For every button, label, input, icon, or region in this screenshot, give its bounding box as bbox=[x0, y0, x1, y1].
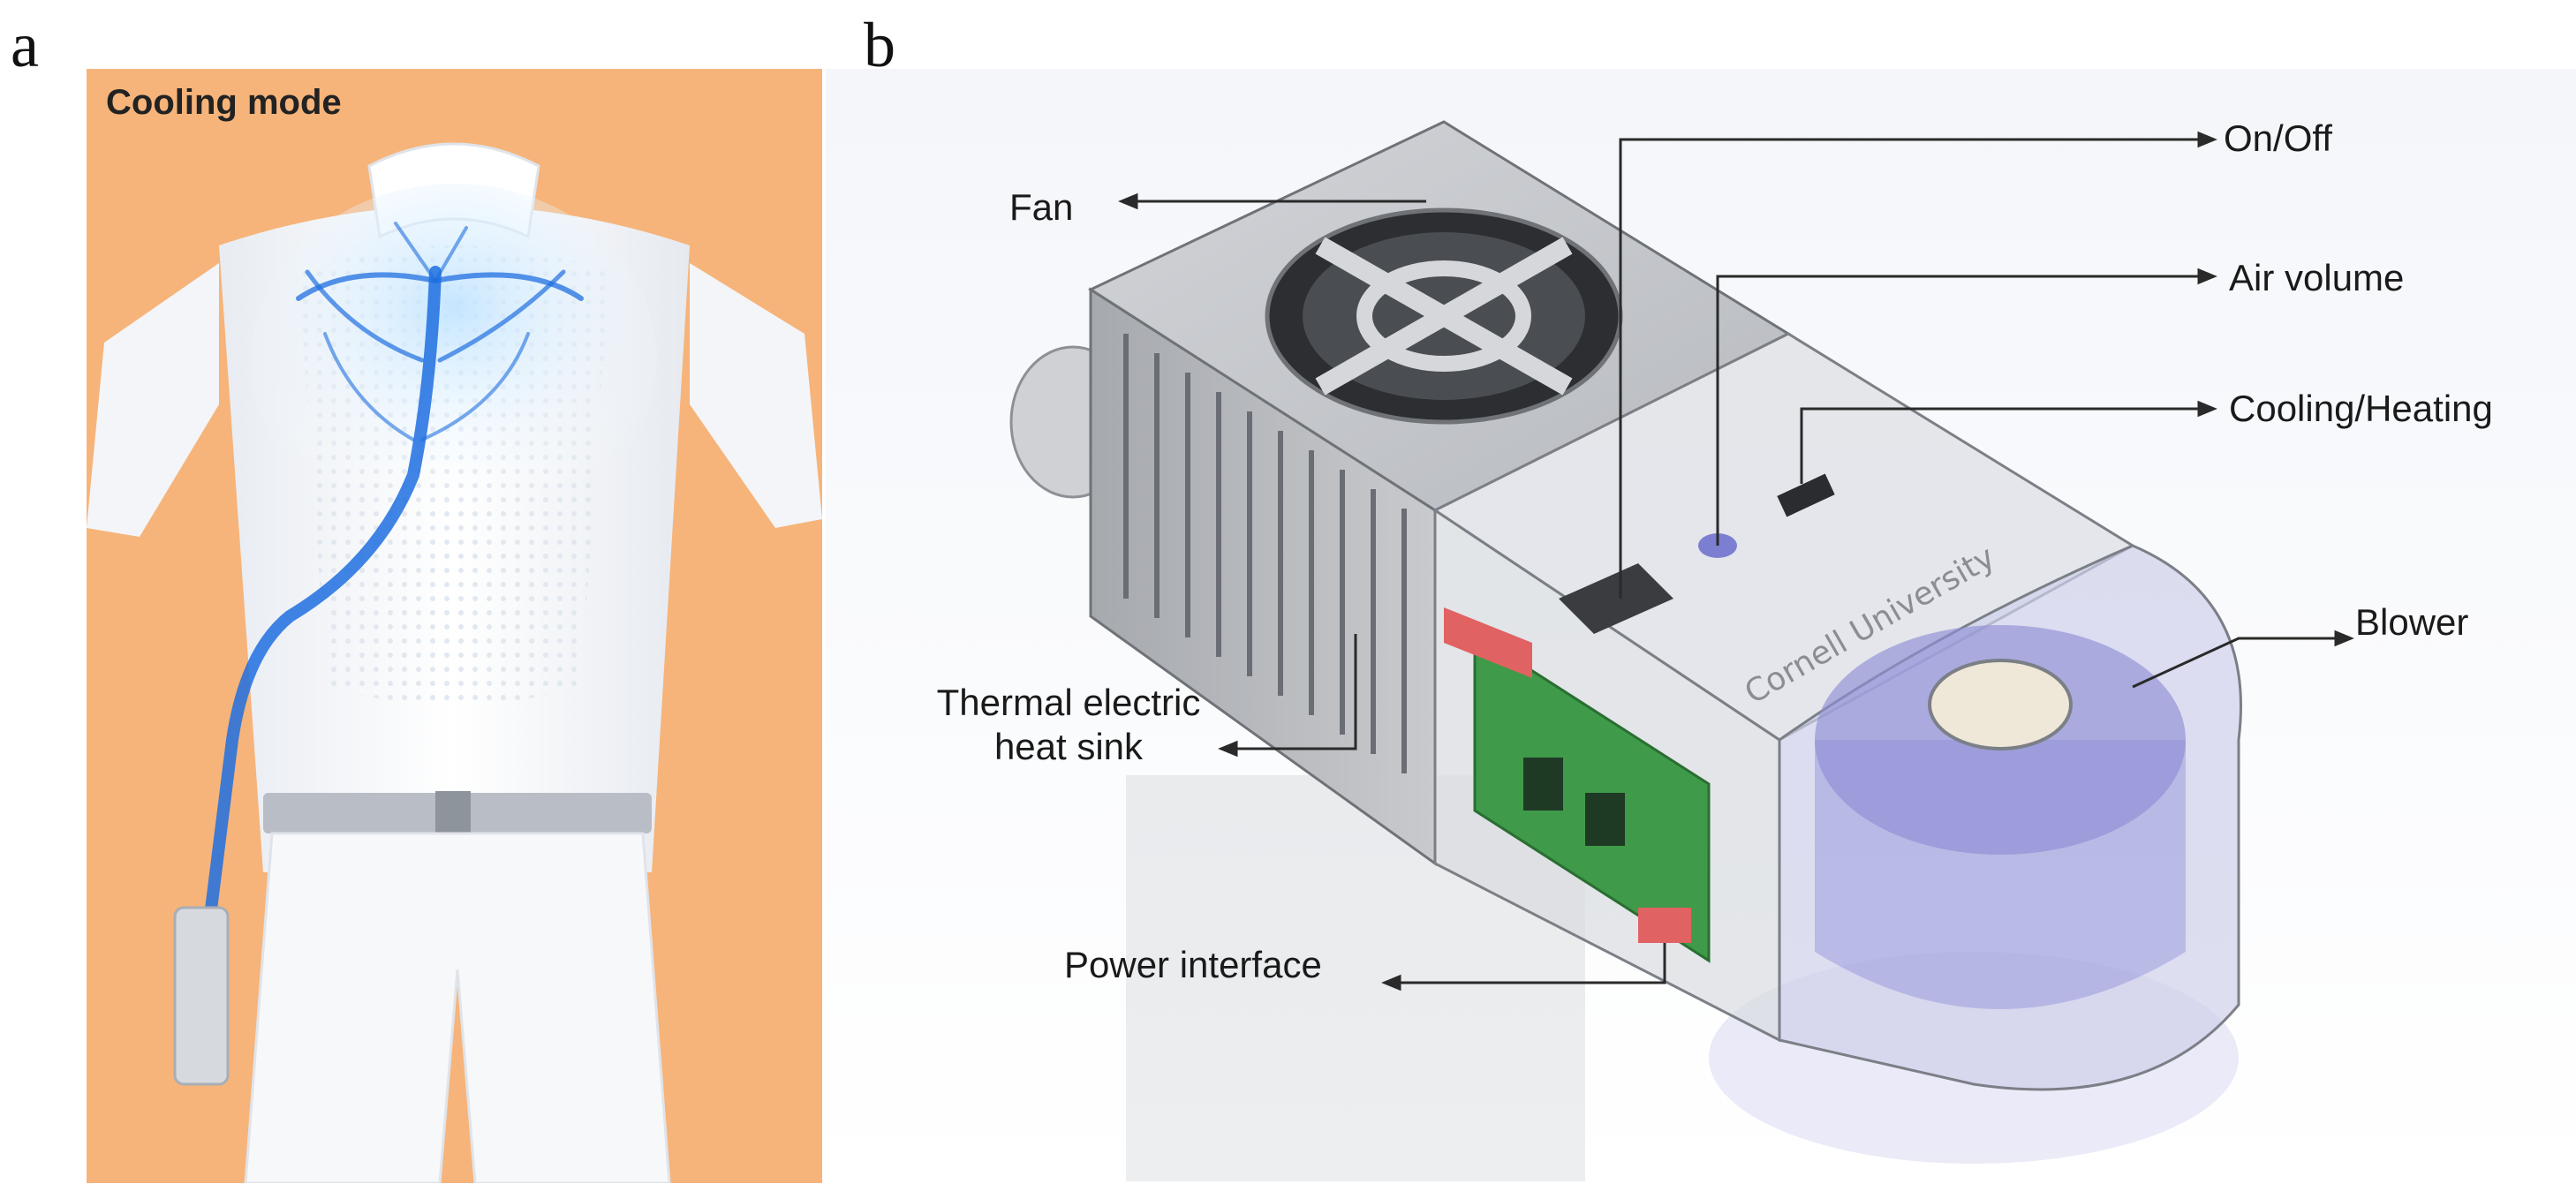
power-connector bbox=[1638, 908, 1691, 943]
right-sleeve bbox=[690, 263, 822, 528]
panel-letter-a: a bbox=[11, 10, 39, 80]
callout-lines bbox=[1118, 131, 2354, 992]
on-off-switch bbox=[1559, 563, 1673, 634]
cooling-channels bbox=[204, 222, 584, 923]
cooling-glow bbox=[251, 184, 657, 537]
panel-b-device-diagram: Cornell University bbox=[826, 69, 2576, 1183]
panel-a-cooling-garment: Cooling mode bbox=[87, 69, 822, 1183]
device-rendering: Cornell University bbox=[826, 69, 2576, 1183]
fan-grill-ring bbox=[1356, 260, 1531, 372]
red-connector bbox=[1444, 607, 1532, 678]
callout-air-volume: Air volume bbox=[2229, 257, 2405, 298]
callout-on-off: On/Off bbox=[2224, 117, 2332, 159]
chip-2 bbox=[1585, 793, 1625, 846]
callout-power-interface: Power interface bbox=[1064, 944, 1322, 985]
trousers bbox=[244, 832, 671, 1183]
callout-fan: Fan bbox=[1009, 186, 1074, 228]
garment-illustration bbox=[87, 142, 822, 1183]
cooling-heating-switch bbox=[1777, 473, 1835, 517]
heat-sink-fins bbox=[1123, 334, 1407, 773]
fan-grill bbox=[1315, 237, 1573, 396]
blower-body bbox=[1815, 740, 2186, 1009]
callout-blower: Blower bbox=[2355, 601, 2469, 643]
hip-cooling-device bbox=[173, 906, 230, 1086]
panel-letter-b: b bbox=[864, 10, 895, 80]
left-sleeve bbox=[87, 263, 219, 537]
panel-a-title: Cooling mode bbox=[106, 83, 342, 122]
callout-cooling-heating: Cooling/Heating bbox=[2229, 388, 2493, 429]
callout-thermal-heat-sink: Thermal electric heat sink bbox=[936, 682, 1201, 768]
chip-1 bbox=[1523, 758, 1563, 811]
belt-buckle bbox=[435, 791, 471, 835]
blower-outlet bbox=[1928, 659, 2073, 750]
